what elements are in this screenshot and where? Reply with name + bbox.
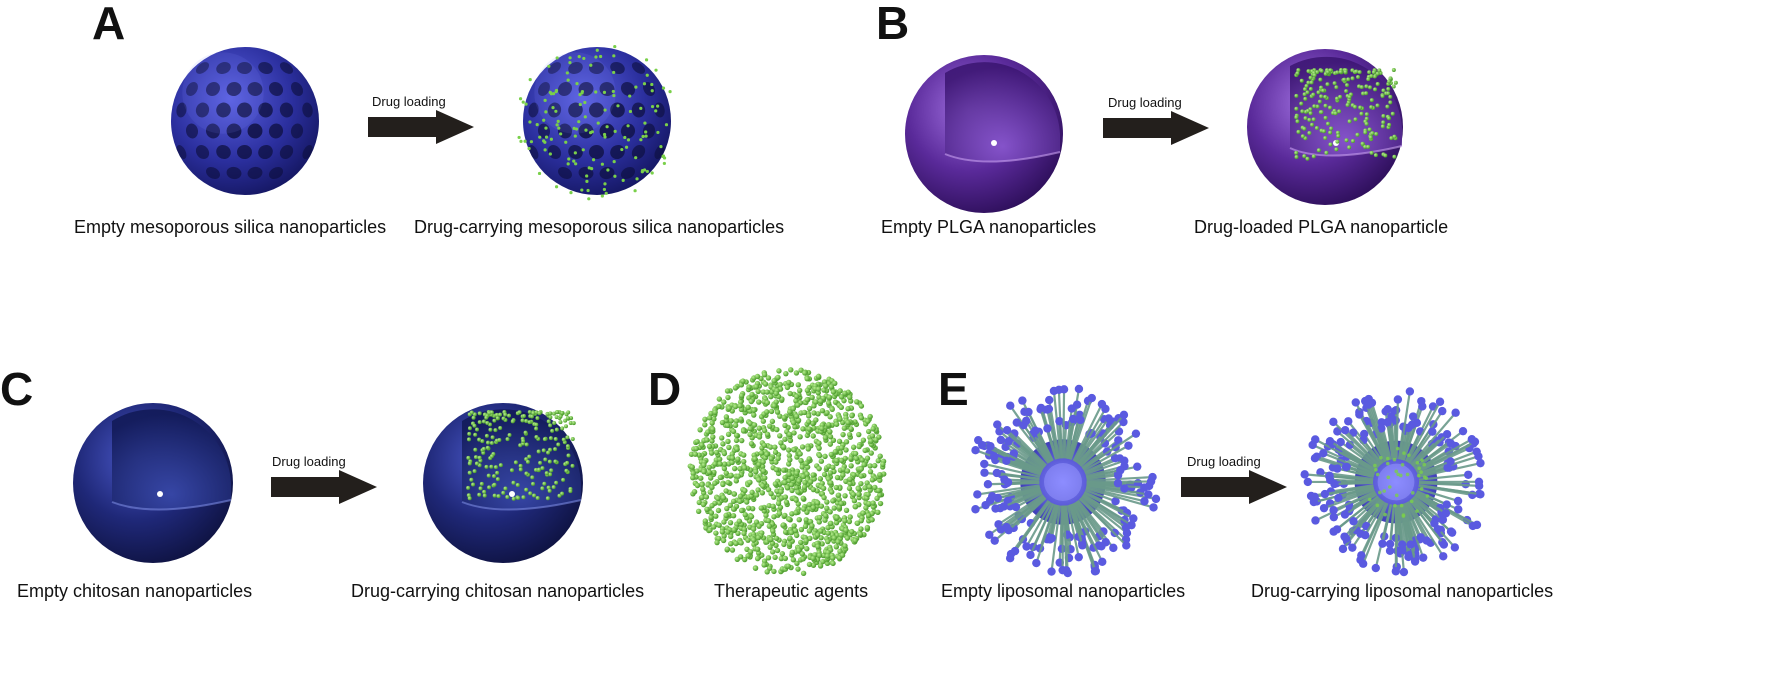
caption-silica-loaded: Drug-carrying mesoporous silica nanopart… (414, 217, 784, 238)
panel-letter-e: E (938, 362, 969, 416)
therapeutic-agents-cloud (688, 367, 887, 576)
chitosan-nanoparticle-loaded (423, 403, 583, 563)
panel-letter-d: D (648, 362, 681, 416)
liposome-loaded (1300, 387, 1484, 576)
arrow-c (271, 470, 377, 504)
arrow-label-b: Drug loading (1108, 95, 1182, 110)
caption-liposome-empty: Empty liposomal nanoparticles (941, 581, 1185, 602)
chitosan-nanoparticle-empty (73, 403, 233, 563)
silica-nanoparticle-loaded (517, 45, 671, 200)
arrow-a (368, 110, 474, 144)
liposome-empty (971, 385, 1160, 577)
arrow-b (1103, 111, 1209, 145)
arrow-label-c: Drug loading (272, 454, 346, 469)
caption-plga-empty: Empty PLGA nanoparticles (881, 217, 1096, 238)
caption-chitosan-empty: Empty chitosan nanoparticles (17, 581, 252, 602)
caption-chitosan-loaded: Drug-carrying chitosan nanoparticles (351, 581, 644, 602)
plga-nanoparticle-loaded (1247, 49, 1403, 205)
panel-letter-a: A (92, 0, 125, 50)
arrow-label-a: Drug loading (372, 94, 446, 109)
caption-plga-loaded: Drug-loaded PLGA nanoparticle (1194, 217, 1448, 238)
panel-letter-b: B (876, 0, 909, 50)
plga-nanoparticle-empty (905, 55, 1063, 213)
silica-nanoparticle-empty (171, 47, 319, 195)
arrow-e (1181, 470, 1287, 504)
caption-liposome-loaded: Drug-carrying liposomal nanoparticles (1251, 581, 1553, 602)
caption-silica-empty: Empty mesoporous silica nanoparticles (74, 217, 386, 238)
arrow-label-e: Drug loading (1187, 454, 1261, 469)
panel-letter-c: C (0, 362, 33, 416)
caption-therapeutic-agents: Therapeutic agents (714, 581, 868, 602)
